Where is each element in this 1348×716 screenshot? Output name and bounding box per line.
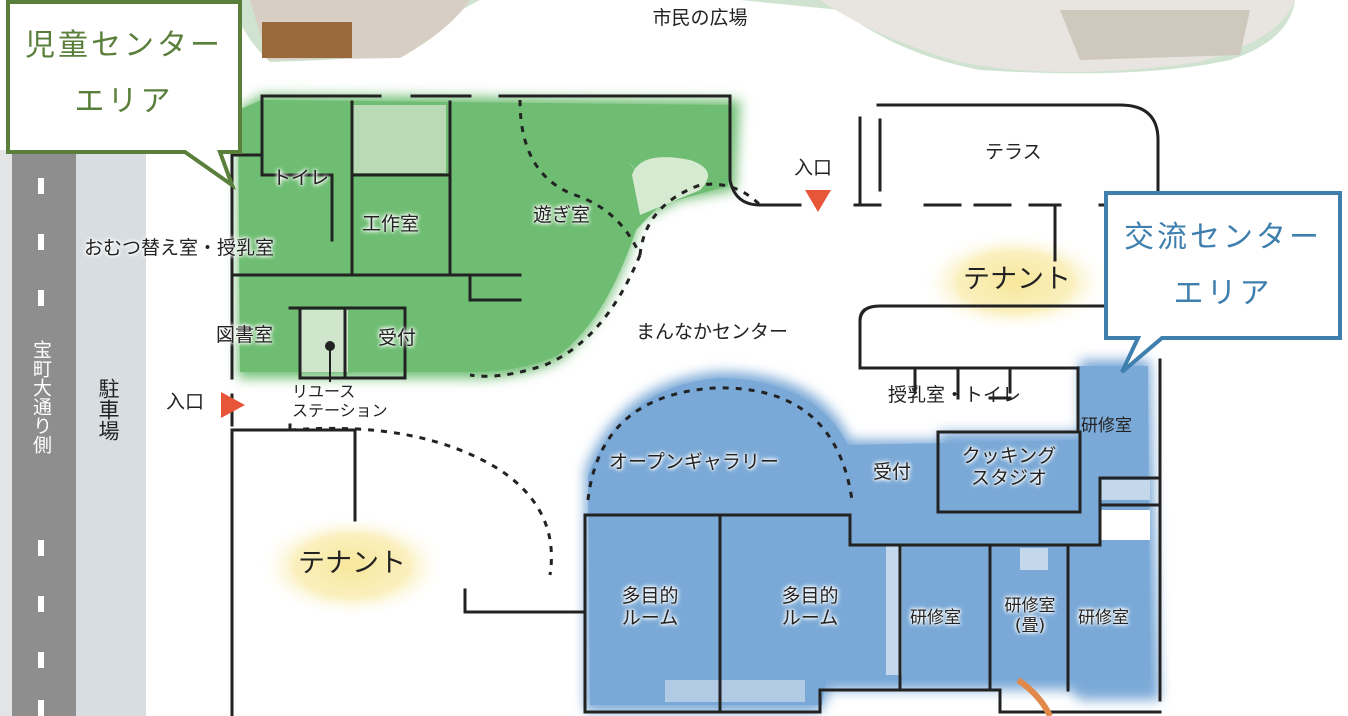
center-hall-label: まんなかセンター — [636, 321, 789, 343]
children-callout-line1: 児童センター — [25, 28, 223, 63]
exchange-reception-label: 受付 — [873, 461, 912, 483]
exchange-area-callout: 交流センター エリア — [1108, 210, 1338, 330]
parking-label: 駐車場 — [96, 378, 120, 441]
craft-room-label: 工作室 — [362, 213, 420, 235]
nursing-toilet-label: 授乳室・トイレ — [888, 384, 1022, 406]
training-room-b-label: 研修室 — [910, 608, 961, 628]
training-room-a-label: 研修室 — [1081, 416, 1132, 436]
entrance-north-label: 入口 — [794, 157, 833, 179]
exchange-area-fill — [585, 360, 1160, 712]
plaza-label: 市民の広場 — [652, 7, 748, 29]
toilet-label: トイレ — [272, 167, 330, 189]
cooking-studio-label: クッキング スタジオ — [961, 445, 1057, 489]
library-label: 図書室 — [216, 324, 274, 346]
street-strip — [0, 150, 146, 716]
tenant-west-glow — [257, 514, 447, 618]
open-gallery-label: オープンギャラリー — [609, 451, 779, 473]
children-callout-line2: エリア — [74, 84, 174, 119]
exchange-callout-line2: エリア — [1173, 276, 1273, 311]
multipurpose-room-2-label: 多目的 ルーム — [781, 585, 839, 629]
route-curve — [1016, 677, 1053, 716]
entrance-north-arrow-icon — [805, 190, 831, 212]
training-room-c-label: 研修室 — [1078, 608, 1129, 628]
street-label: 宝町大通り側 — [30, 340, 52, 454]
diaper-room-label: おむつ替え室・授乳室 — [84, 237, 275, 259]
reuse-station-pin — [325, 341, 335, 382]
entrance-west-arrow-icon — [221, 392, 245, 418]
terrace-label: テラス — [985, 141, 1042, 163]
dashed-boundaries — [289, 99, 854, 576]
tenant-east-label: テナント — [963, 264, 1071, 295]
entrance-west-label: 入口 — [166, 391, 205, 413]
training-room-tatami-label: 研修室 (畳) — [1004, 596, 1056, 637]
children-area-callout: 児童センター エリア — [10, 18, 238, 148]
top-photo-band — [230, 0, 1295, 74]
exchange-callout-line1: 交流センター — [1124, 220, 1322, 255]
reuse-station-label: リユース ステーション — [292, 382, 388, 421]
walls — [230, 94, 1162, 716]
multipurpose-room-1-label: 多目的 ルーム — [621, 585, 679, 629]
play-room-label: 遊ぎ室 — [533, 204, 591, 226]
children-reception-label: 受付 — [378, 327, 417, 349]
tenant-west-label: テナント — [298, 548, 406, 579]
